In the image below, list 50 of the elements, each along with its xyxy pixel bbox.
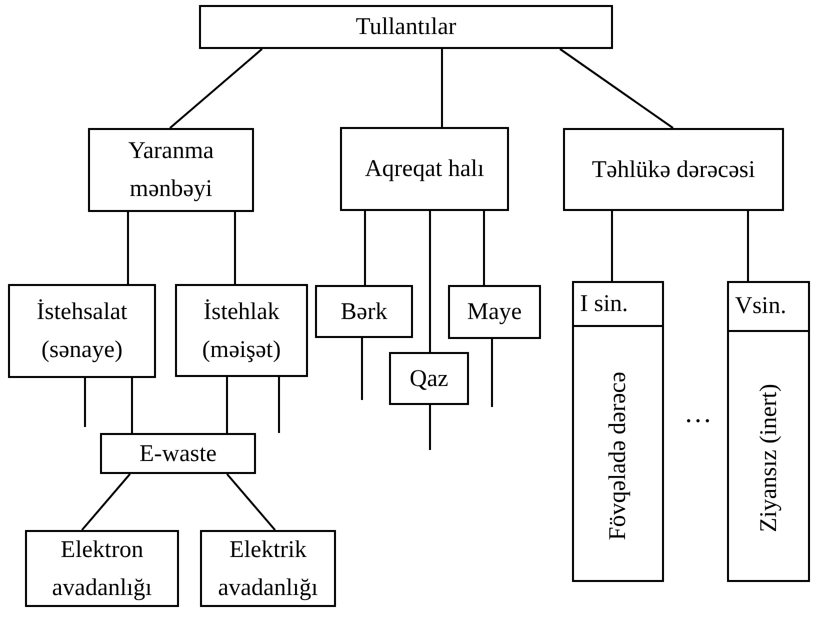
connector-line [226, 377, 228, 433]
node-label: E-waste [139, 440, 217, 468]
node-label: İstehsalat (sənaye) [36, 298, 128, 365]
connector-line [361, 338, 363, 400]
connector-line [441, 49, 443, 127]
node-label: Aqreqat halı [364, 155, 484, 184]
connector-line [483, 211, 485, 285]
category-box [389, 352, 469, 405]
connector-line [234, 212, 236, 284]
connector-line [611, 211, 613, 281]
category-box [448, 285, 541, 339]
class-header: I sin. [574, 283, 662, 327]
connector-line [127, 212, 129, 284]
connector-line [747, 211, 749, 281]
category-box [563, 128, 784, 211]
node-label: Elektron avadanlığı [51, 536, 153, 602]
connector-line [278, 377, 280, 433]
node-label: Yaranma mənbəyi [127, 137, 215, 204]
connector-line [559, 48, 674, 129]
connector-line [429, 405, 431, 450]
category-box [8, 284, 156, 378]
node-label: Təhlükə dərəcəsi [592, 156, 756, 184]
category-box [340, 127, 509, 211]
category-box [199, 5, 613, 49]
connector-line [364, 211, 366, 285]
connector-line [226, 473, 276, 531]
node-label: Qaz [410, 364, 448, 394]
connector-line [131, 378, 133, 433]
ellipsis-label: … [684, 398, 712, 430]
class-label: Ziyansız (inert) [754, 384, 782, 532]
category-box [727, 281, 810, 582]
category-box [25, 530, 179, 607]
connector-line [84, 378, 86, 427]
connector-line [169, 48, 263, 129]
connector-line [429, 211, 431, 352]
category-box [572, 281, 664, 582]
node-label: Elektrik avadanlığı [217, 536, 319, 602]
category-box [88, 128, 254, 212]
node-label: Tullantılar [356, 13, 456, 42]
category-box [100, 433, 256, 474]
connector-line [81, 473, 131, 531]
node-label: Bərk [340, 298, 388, 326]
node-label: İstehlak (məişət) [201, 298, 282, 364]
category-box [175, 284, 308, 377]
category-box [200, 530, 336, 607]
class-header: Vsin. [729, 283, 808, 332]
class-label: Fövqəladə dərəcə [604, 371, 632, 540]
node-label: Maye [467, 298, 522, 327]
category-box [315, 285, 413, 338]
connector-line [491, 339, 493, 407]
